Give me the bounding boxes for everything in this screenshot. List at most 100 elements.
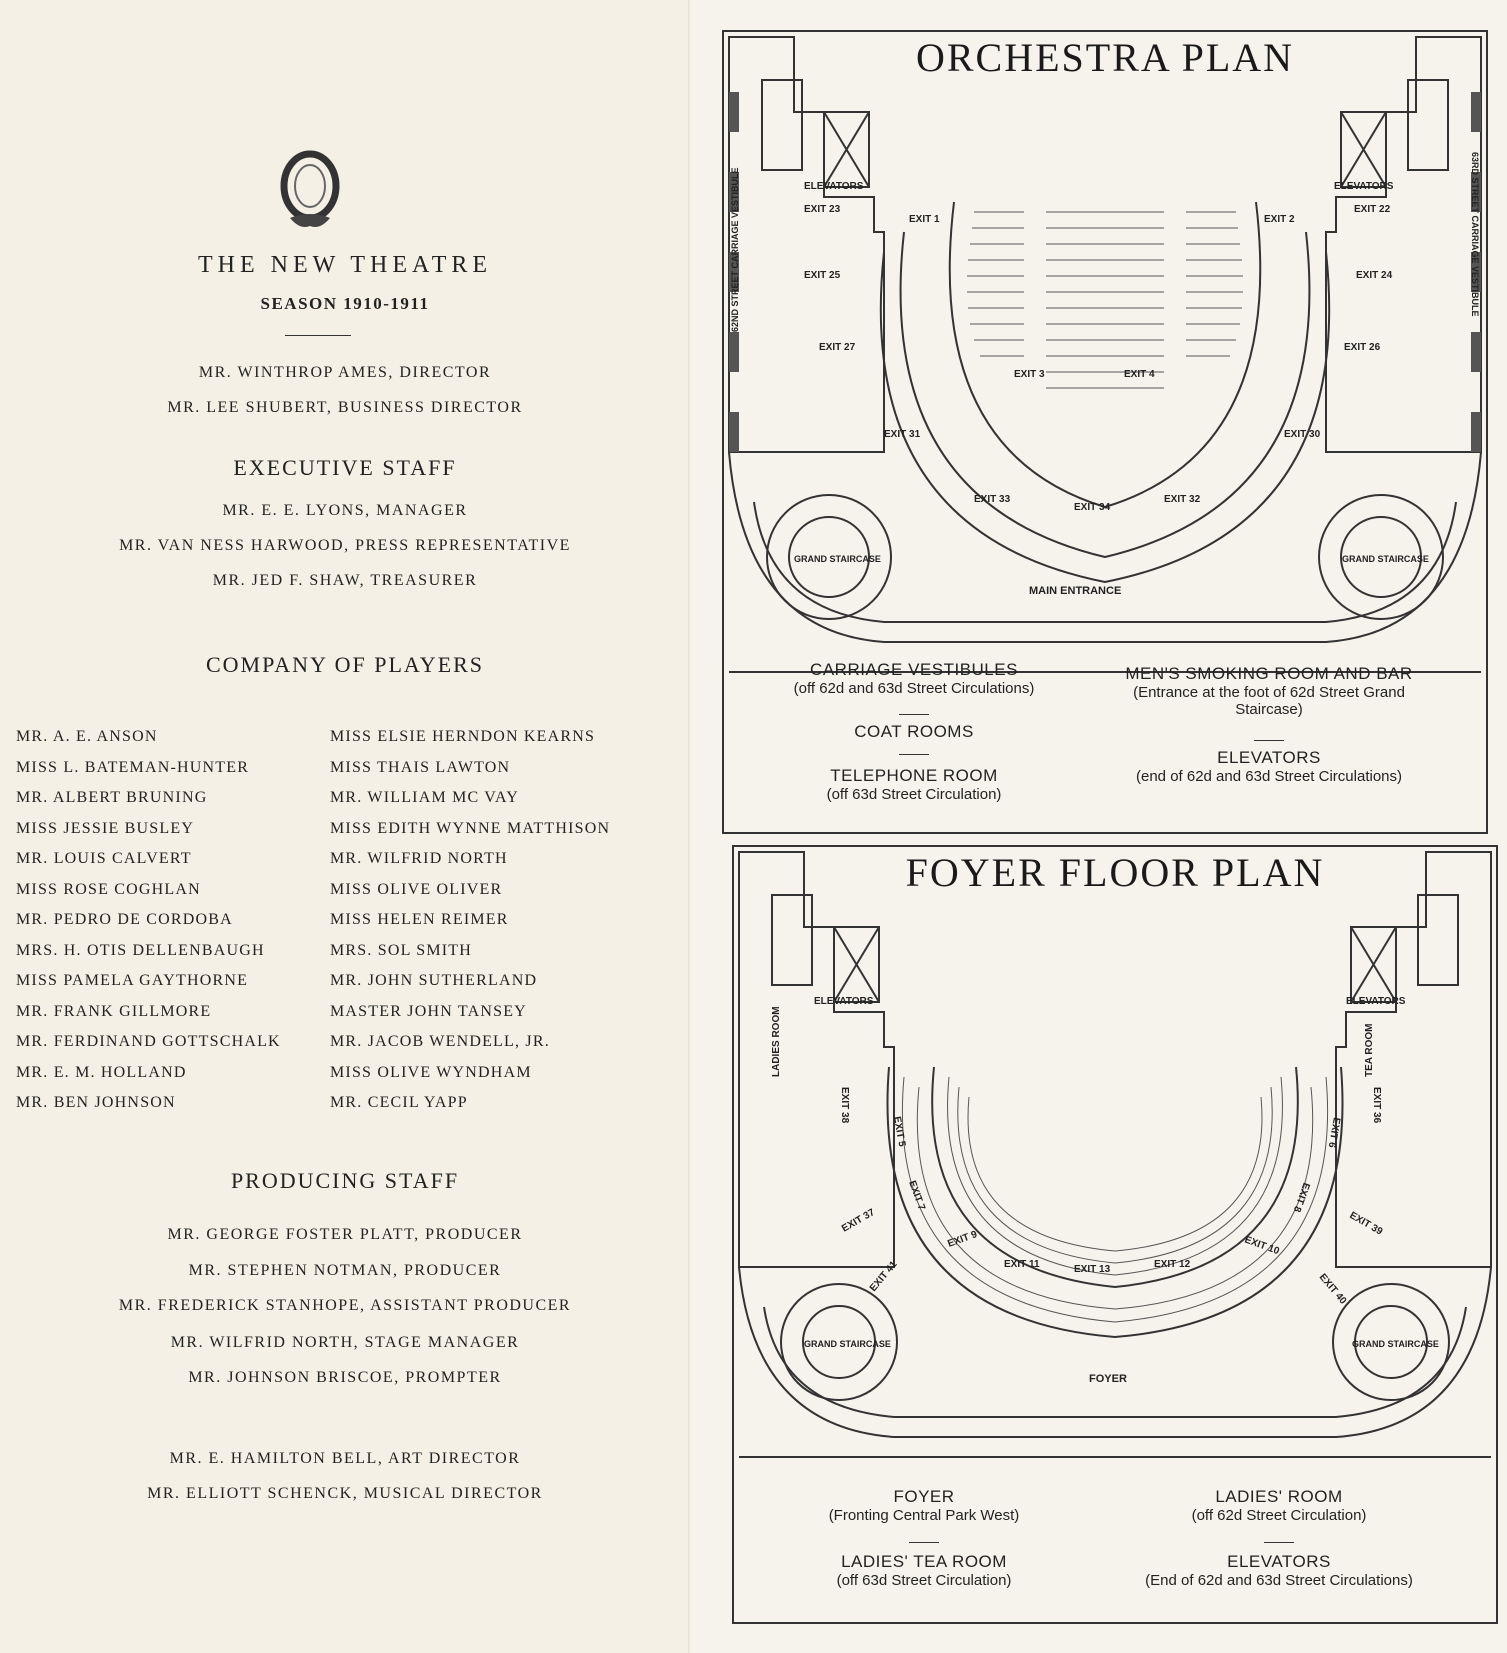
player-name: MISS THAIS LAWTON — [330, 758, 511, 776]
staff-line: MR. FREDERICK STANHOPE, ASSISTANT PRODUC… — [118, 1297, 572, 1314]
staff-line: MR. JED F. SHAW, TREASURER — [212, 572, 478, 589]
exit-label: EXIT 40 — [1317, 1272, 1349, 1307]
plans-page: ORCHESTRA PLAN — [690, 0, 1507, 1653]
staff-line: MR. JOHNSON BRISCOE, PROMPTER — [188, 1369, 502, 1386]
exit-label: EXIT 4 — [1124, 369, 1155, 380]
staff-line: MR. E. E. LYONS, MANAGER — [222, 502, 468, 519]
exit-label: EXIT 9 — [946, 1229, 979, 1250]
player-name: MISS ELSIE HERNDON KEARNS — [330, 728, 596, 745]
elevators-label: ELEVATORS — [804, 181, 864, 192]
player-name: MISS L. BATEMAN-HUNTER — [16, 758, 250, 776]
caption-carriage: CARRIAGE VESTIBULES (off 62d and 63d Str… — [793, 660, 1035, 697]
foyer-plan-drawing: LADIES ROOM TEA ROOM ELEVATORS ELEVATORS… — [738, 851, 1492, 1458]
divider — [899, 714, 929, 715]
player-name: MR. FERDINAND GOTTSCHALK — [16, 1033, 281, 1050]
player-name: MISS HELEN REIMER — [330, 911, 509, 928]
grand-staircase-label: GRAND STAIRCASE — [1352, 1339, 1439, 1349]
exit-label: EXIT 2 — [1264, 214, 1295, 225]
exit-label: EXIT 8 — [1291, 1181, 1312, 1214]
vestibule-label: 63RD STREET CARRIAGE VESTIBULE — [1470, 152, 1480, 317]
player-name: MISS EDITH WYNNE MATTHISON — [330, 819, 611, 837]
divider — [285, 335, 351, 336]
player-name: MR. BEN JOHNSON — [16, 1094, 176, 1111]
exit-label: EXIT 3 — [1014, 369, 1045, 380]
orchestra-plan-drawing: ELEVATORS ELEVATORS EXIT 23 EXIT 22 EXIT… — [728, 36, 1482, 673]
exit-label: EXIT 30 — [1284, 429, 1321, 440]
player-name: MR. PEDRO DE CORDOBA — [16, 911, 233, 928]
exit-label: EXIT 33 — [974, 494, 1011, 505]
exit-label: EXIT 38 — [839, 1087, 850, 1124]
exit-label: EXIT 39 — [1348, 1210, 1385, 1238]
caption-tea-room: LADIES' TEA ROOM (off 63d Street Circula… — [836, 1552, 1012, 1589]
players-column-2: MISS ELSIE HERNDON KEARNS MISS THAIS LAW… — [330, 722, 610, 1119]
grand-staircase-label: GRAND STAIRCASE — [804, 1339, 891, 1349]
player-name: MR. CECIL YAPP — [330, 1094, 468, 1111]
exit-label: EXIT 26 — [1344, 342, 1381, 353]
foyer-label: FOYER — [1089, 1373, 1127, 1385]
staff-line: MR. STEPHEN NOTMAN, PRODUCER — [188, 1262, 502, 1279]
caption-foyer: FOYER (Fronting Central Park West) — [828, 1487, 1020, 1524]
staff-line: MR. E. HAMILTON BELL, ART DIRECTOR — [169, 1450, 521, 1467]
exit-label: EXIT 31 — [884, 429, 921, 440]
exit-label: EXIT 11 — [1004, 1259, 1040, 1270]
orchestra-plan-title: ORCHESTRA PLAN — [915, 35, 1295, 80]
exit-label: EXIT 12 — [1154, 1259, 1191, 1270]
director-line: MR. WINTHROP AMES, DIRECTOR — [198, 364, 492, 381]
orchestra-plan: ORCHESTRA PLAN — [722, 30, 1488, 834]
exit-label: EXIT 27 — [819, 342, 856, 353]
divider — [1264, 1542, 1294, 1543]
program-page: THE NEW THEATRE SEASON 1910-1911 MR. WIN… — [0, 0, 690, 1653]
player-name: MISS PAMELA GAYTHORNE — [16, 972, 249, 989]
exit-label: EXIT 25 — [804, 270, 841, 281]
player-name: MRS. SOL SMITH — [330, 941, 473, 959]
player-name: MASTER JOHN TANSEY — [330, 1002, 527, 1020]
producing-staff-heading: PRODUCING STAFF — [230, 1168, 460, 1193]
executive-staff-heading: EXECUTIVE STAFF — [233, 455, 457, 480]
exit-label: EXIT 6 — [1326, 1116, 1342, 1148]
caption-elevators: ELEVATORS (End of 62d and 63d Street Cir… — [1145, 1552, 1413, 1589]
exit-label: EXIT 24 — [1356, 270, 1393, 281]
caption-elevators: ELEVATORS (end of 62d and 63d Street Cir… — [1136, 748, 1402, 785]
exit-label: EXIT 5 — [891, 1116, 907, 1148]
player-name: MR. E. M. HOLLAND — [16, 1063, 187, 1081]
exit-label: EXIT 36 — [1371, 1087, 1382, 1124]
staff-line: MR. WILFRID NORTH, STAGE MANAGER — [170, 1334, 520, 1351]
elevators-label: ELEVATORS — [814, 996, 874, 1007]
player-name: MR. JACOB WENDELL, JR. — [330, 1033, 550, 1050]
caption-coat-rooms: COAT ROOMS — [854, 722, 974, 741]
caption-smoking-room: MEN'S SMOKING ROOM AND BAR (Entrance at … — [1125, 664, 1413, 718]
player-name: MR. WILLIAM MC VAY — [330, 789, 520, 806]
player-name: MR. A. E. ANSON — [16, 728, 158, 745]
theatre-emblem-icon — [280, 150, 340, 227]
staff-line: MR. ELLIOTT SCHENCK, MUSICAL DIRECTOR — [147, 1485, 543, 1502]
business-director-line: MR. LEE SHUBERT, BUSINESS DIRECTOR — [167, 399, 523, 416]
exit-label: EXIT 1 — [909, 214, 940, 225]
exit-label: EXIT 7 — [906, 1179, 927, 1212]
exit-label: EXIT 23 — [804, 204, 841, 215]
grand-staircase-label: GRAND STAIRCASE — [1342, 554, 1429, 564]
caption-telephone: TELEPHONE ROOM (off 63d Street Circulati… — [826, 766, 1002, 803]
player-name: MISS ROSE COGHLAN — [16, 880, 201, 898]
tea-room-label: TEA ROOM — [1364, 1023, 1375, 1077]
staff-line: MR. VAN NESS HARWOOD, PRESS REPRESENTATI… — [119, 537, 571, 554]
grand-staircase-label: GRAND STAIRCASE — [794, 554, 881, 564]
foyer-plan-title: FOYER FLOOR PLAN — [905, 850, 1325, 895]
player-name: MISS OLIVE OLIVER — [330, 880, 503, 898]
player-name: MR. LOUIS CALVERT — [16, 850, 192, 867]
exit-label: EXIT 13 — [1074, 1264, 1111, 1275]
player-name: MR. JOHN SUTHERLAND — [330, 972, 538, 989]
player-name: MRS. H. OTIS DELLENBAUGH — [16, 941, 265, 959]
exit-label: EXIT 41 — [868, 1259, 900, 1294]
player-name: MR. WILFRID NORTH — [330, 850, 508, 867]
exit-label: EXIT 37 — [840, 1207, 877, 1235]
company-heading: COMPANY OF PLAYERS — [205, 652, 485, 677]
theatre-title: THE NEW THEATRE — [197, 252, 493, 278]
player-name: MISS OLIVE WYNDHAM — [330, 1063, 532, 1081]
exit-label: EXIT 34 — [1074, 502, 1111, 513]
elevators-label: ELEVATORS — [1334, 181, 1394, 192]
player-name: MR. FRANK GILLMORE — [16, 1002, 212, 1020]
elevators-label: ELEVATORS — [1346, 996, 1406, 1007]
foyer-plan: FOYER FLOOR PLAN — [732, 845, 1498, 1624]
player-name: MISS JESSIE BUSLEY — [16, 819, 195, 837]
exit-label: EXIT 10 — [1243, 1234, 1281, 1257]
